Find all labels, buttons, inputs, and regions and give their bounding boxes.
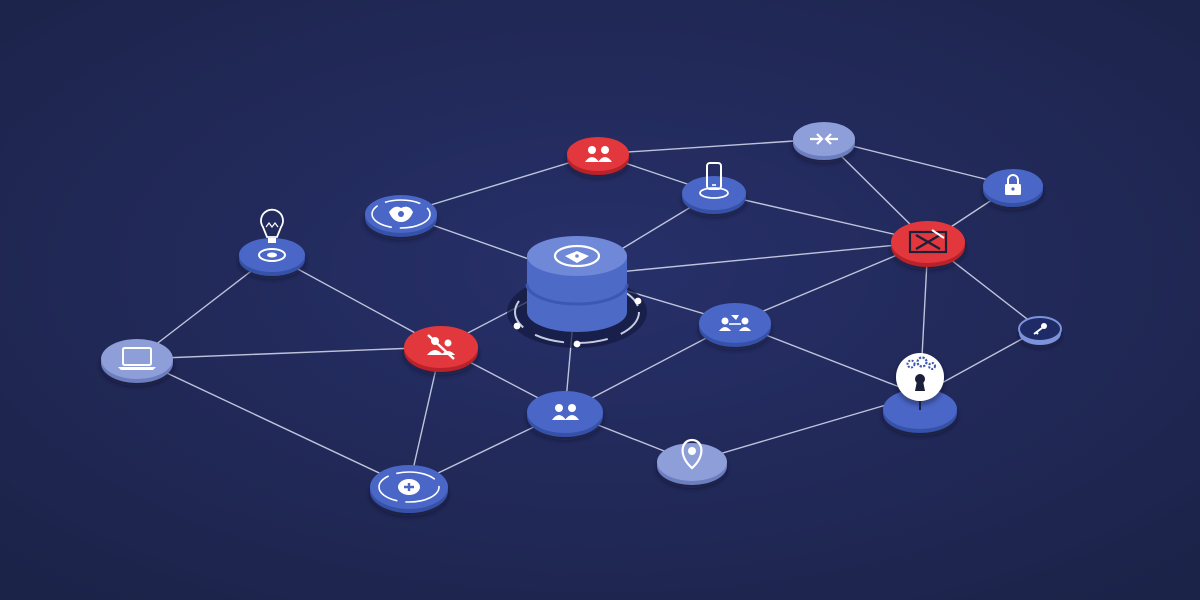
node-red-users[interactable]: [567, 137, 629, 175]
node-shield[interactable]: [365, 195, 437, 237]
node-arrows[interactable]: [793, 122, 855, 160]
edge-laptop-plus: [136, 358, 410, 488]
node-disc: [527, 391, 603, 433]
edge-laptop-red-center: [136, 346, 442, 360]
node-red-x[interactable]: [891, 221, 965, 267]
users-icon: [552, 404, 579, 420]
edge-phone-red-x: [713, 192, 929, 243]
node-disc: [567, 137, 629, 171]
arrows-icon: [810, 133, 838, 145]
edge-pin-keyhole: [691, 394, 921, 463]
node-lightbulb[interactable]: [239, 208, 305, 276]
lightbulb-icon: [258, 208, 286, 262]
lock-icon: [1005, 174, 1021, 195]
plus-icon: [378, 471, 440, 503]
x-box-icon: [908, 229, 948, 254]
hub-cylinder-band: [525, 283, 629, 306]
nodes-layer: [101, 122, 1062, 513]
hub-port-dot: [513, 322, 521, 330]
node-users-bottom[interactable]: [527, 391, 603, 437]
node-disc: [682, 176, 746, 210]
database-icon: [553, 244, 601, 268]
node-key[interactable]: [1018, 316, 1062, 345]
node-disc: [699, 303, 771, 343]
node-disc: [657, 443, 727, 481]
phone-icon: [699, 162, 729, 199]
laptop-icon: [118, 347, 156, 370]
edge-arrows-lock: [823, 138, 1014, 187]
node-team[interactable]: [699, 303, 771, 347]
database-hub[interactable]: [507, 236, 647, 348]
node-disc: [793, 122, 855, 156]
edge-lightbulb-laptop: [136, 254, 273, 360]
node-plus[interactable]: [370, 465, 448, 513]
key-icon: [1033, 323, 1047, 335]
edge-lightbulb-red-center: [271, 254, 442, 348]
node-keyhole[interactable]: [883, 353, 957, 433]
edge-shield-red-users: [400, 153, 599, 215]
node-lock[interactable]: [983, 169, 1043, 207]
users-icon: [585, 146, 612, 162]
shield-icon: [371, 199, 431, 229]
hub-cylinder-body: [527, 256, 627, 332]
team-icon: [719, 315, 751, 331]
node-disc: [101, 339, 173, 379]
node-laptop[interactable]: [101, 339, 173, 383]
blocked-users-icon: [427, 334, 455, 360]
node-pin[interactable]: [657, 438, 727, 485]
hub-port-dot: [573, 340, 581, 348]
node-phone[interactable]: [682, 162, 746, 214]
hub-layer: [507, 236, 647, 348]
node-red-center[interactable]: [404, 326, 478, 372]
keyhole-gear-icon: [896, 353, 944, 410]
edge-db-hub-red-x: [576, 241, 929, 277]
location-pin-icon: [681, 438, 703, 470]
edge-red-users-arrows: [597, 138, 825, 155]
hub-port-dot: [634, 297, 642, 305]
